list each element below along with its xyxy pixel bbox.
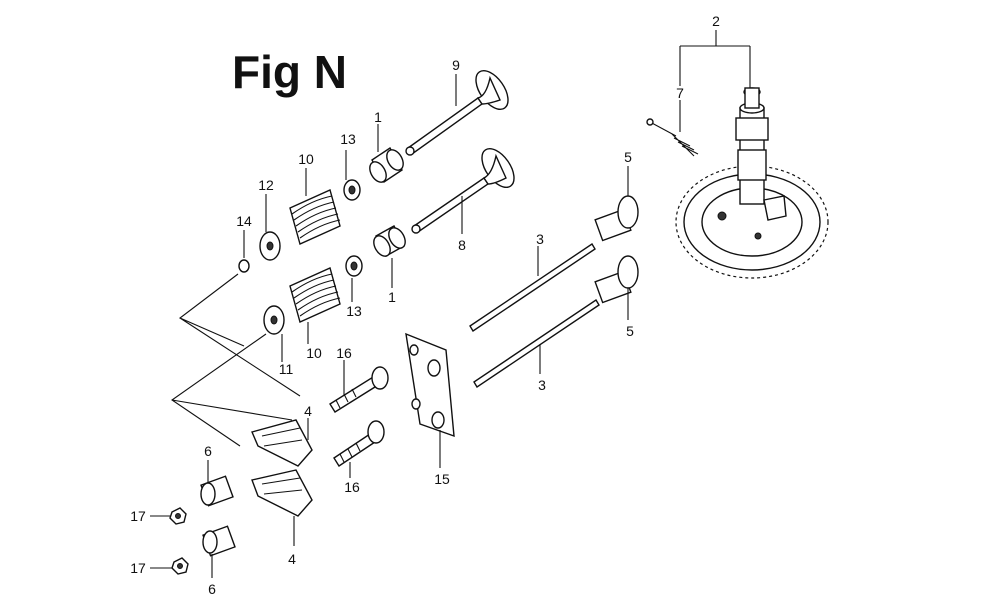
label-5-upper: 5 — [624, 149, 632, 165]
part-1-rotator-upper — [369, 146, 404, 184]
label-4-upper: 4 — [304, 403, 312, 419]
label-12: 12 — [258, 177, 274, 193]
label-10-lower: 10 — [306, 345, 322, 361]
part-number-labels: 9 1 13 10 12 14 8 1 13 10 11 3 3 5 5 7 2… — [130, 13, 720, 597]
part-6-pivot-lower — [202, 525, 236, 557]
part-9-intake-valve — [405, 70, 509, 156]
part-3-pushrod-upper — [469, 243, 596, 332]
label-17-upper: 17 — [130, 508, 146, 524]
label-13-upper: 13 — [340, 131, 356, 147]
part-13-seal-upper — [343, 179, 361, 201]
part-1-rotator-lower — [373, 225, 406, 257]
label-1-lower: 1 — [388, 289, 396, 305]
label-8: 8 — [458, 237, 466, 253]
part-15-guide-plate — [405, 332, 455, 438]
label-15: 15 — [434, 471, 450, 487]
label-16-lower: 16 — [344, 479, 360, 495]
label-9: 9 — [452, 57, 460, 73]
label-17-lower: 17 — [130, 560, 146, 576]
part-2-camshaft-gear — [675, 87, 829, 279]
part-11-retainer — [263, 305, 285, 335]
label-7: 7 — [676, 85, 684, 101]
label-11: 11 — [279, 361, 294, 377]
part-14-cotter — [238, 259, 250, 273]
label-14: 14 — [236, 213, 252, 229]
part-7-spring — [646, 118, 699, 157]
part-6-pivot-upper — [200, 475, 234, 507]
part-4-rocker-upper — [251, 419, 313, 467]
label-2: 2 — [712, 13, 720, 29]
label-10-upper: 10 — [298, 151, 314, 167]
part-10-spring-lower — [289, 267, 341, 323]
part-16-stud-upper — [329, 366, 389, 413]
part-10-spring-upper — [289, 189, 341, 245]
part-13-seal-lower — [345, 255, 363, 277]
part-16-stud-lower — [333, 420, 385, 467]
part-17-nut-lower — [171, 557, 189, 575]
label-1-upper: 1 — [374, 109, 382, 125]
label-16-upper: 16 — [336, 345, 352, 361]
label-3-lower: 3 — [538, 377, 546, 393]
leader-lines — [150, 30, 751, 578]
part-4-rocker-lower — [251, 469, 313, 517]
part-3-pushrod-lower — [473, 299, 600, 388]
part-5-tappet-lower — [594, 255, 639, 304]
figure-title: Fig N — [232, 46, 347, 98]
label-6-upper: 6 — [204, 443, 212, 459]
label-3-upper: 3 — [536, 231, 544, 247]
label-5-lower: 5 — [626, 323, 634, 339]
bracket-lines — [171, 273, 301, 447]
part-5-tappet-upper — [594, 195, 639, 242]
part-17-nut-upper — [169, 507, 187, 525]
label-13-lower: 13 — [346, 303, 362, 319]
part-8-exhaust-valve — [411, 148, 515, 234]
part-12-retainer — [259, 231, 281, 261]
label-6-lower: 6 — [208, 581, 216, 597]
label-4-lower: 4 — [288, 551, 296, 567]
